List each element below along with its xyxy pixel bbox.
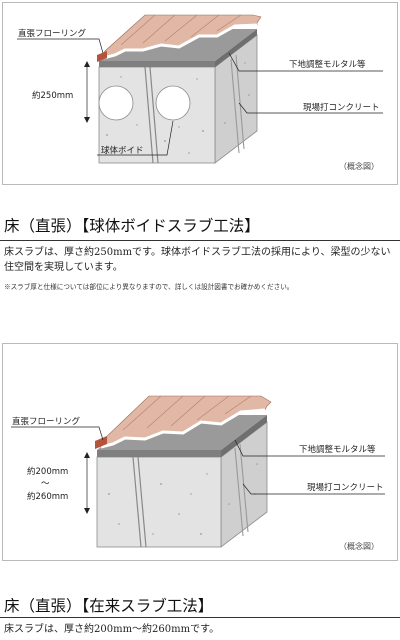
- plank-lines: [120, 14, 242, 46]
- label-leveling: 下地調整モルタル等: [299, 444, 376, 455]
- plank-lines: [122, 395, 252, 431]
- section-heading-void-slab: 床（直張）【球体ボイドスラブ工法】: [4, 217, 260, 235]
- leader-flooring: [91, 426, 104, 441]
- flooring-cut-edge: [102, 23, 258, 60]
- heading-rule: [0, 240, 400, 242]
- rebar-line: [239, 443, 249, 533]
- arrow-head-down: [84, 508, 90, 514]
- rebar-line: [144, 66, 154, 164]
- void-slab-diagram: 直張フローリング 下地調整モルタル等 約250mm 現場打コンクリート 球体ボイ…: [17, 14, 383, 171]
- label-leveling: 下地調整モルタル等: [289, 59, 366, 70]
- mortar-layer-side: [215, 29, 257, 67]
- conventional-slab-diagram: 直張フローリング 下地調整モルタル等 約200mm ～ 約260mm 現場打コン…: [11, 395, 385, 551]
- description-void-slab: 床スラブは、厚さ約250mmです。球体ボイドスラブ工法の採用により、梁型の少ない…: [4, 247, 391, 273]
- label-concrete: 現場打コンクリート: [303, 102, 380, 113]
- label-thickness: 約250mm: [32, 90, 73, 101]
- footnote: ※スラブ厚と仕様については部位により異なりますので、詳しくは設計図書でお確かめく…: [4, 283, 294, 291]
- wood-flooring-edge: [95, 436, 107, 449]
- rebar-line: [149, 66, 159, 164]
- concept-note: （概念図）: [339, 161, 379, 171]
- rebar-line: [235, 54, 245, 150]
- leader-leveling: [234, 439, 385, 457]
- arrow-head-down: [84, 117, 90, 123]
- rebar-line: [234, 447, 244, 537]
- arrow-head-up: [84, 61, 90, 67]
- wood-flooring-edge: [97, 51, 107, 62]
- mortar-layer-side: [221, 415, 267, 457]
- flooring-cut-edge: [100, 408, 266, 449]
- mortar-layer-front: [97, 450, 221, 457]
- concrete-speckles: [106, 62, 250, 154]
- label-flooring: 直張フローリング: [12, 416, 81, 427]
- leader-flooring: [91, 38, 104, 54]
- leader-void: [97, 120, 174, 156]
- leader-concrete: [242, 483, 385, 495]
- rebar-line: [137, 456, 147, 548]
- concrete-front-face: [96, 456, 222, 548]
- label-thickness-top: 約200mm: [27, 466, 68, 477]
- heading-rule: [0, 617, 400, 619]
- mortar-layer-front: [99, 61, 215, 67]
- void-slab-diagram-panel: 直張フローリング 下地調整モルタル等 約250mm 現場打コンクリート 球体ボイ…: [2, 2, 398, 185]
- rebar-line: [230, 58, 240, 154]
- leader-leveling: [228, 52, 383, 72]
- label-thickness-bottom: 約260mm: [27, 491, 68, 502]
- void-sphere: [98, 85, 134, 121]
- rebar-line: [132, 456, 142, 548]
- label-concrete: 現場打コンクリート: [307, 482, 384, 493]
- concept-note: （概念図）: [339, 541, 379, 551]
- void-sphere: [155, 85, 191, 121]
- conventional-slab-diagram-panel: 直張フローリング 下地調整モルタル等 約200mm ～ 約260mm 現場打コン…: [2, 343, 398, 561]
- description-conventional-slab: 床スラブは、厚さ約200mm～約260mmです。: [4, 624, 220, 635]
- label-void: 球体ボイド: [101, 145, 144, 156]
- arrow-head-up: [84, 452, 90, 458]
- label-flooring: 直張フローリング: [18, 28, 87, 39]
- label-thickness-sep: ～: [41, 479, 50, 489]
- section-heading-conventional-slab: 床（直張）【在来スラブ工法】: [4, 597, 214, 615]
- leader-concrete: [238, 102, 383, 114]
